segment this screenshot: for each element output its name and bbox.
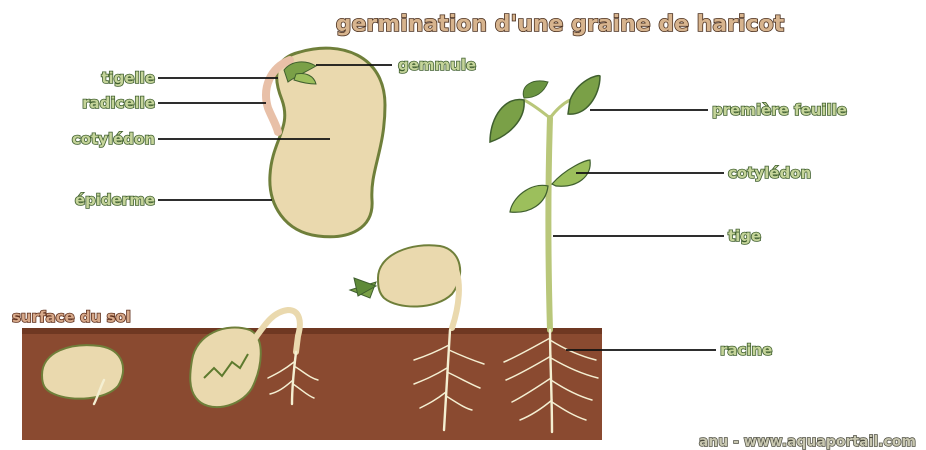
first-leaf-left [490, 99, 524, 142]
label-cotyledon-plant: cotylédon [728, 164, 811, 182]
label-epiderme: épiderme [75, 191, 155, 209]
label-tige: tige [728, 227, 761, 245]
plant-cotyledon-left [510, 185, 548, 212]
petiole-left [524, 100, 550, 118]
label-cotyledon-seed: cotylédon [72, 130, 155, 148]
label-premiere-feuille: première feuille [712, 101, 847, 119]
credit-text: anu - www.aquaportail.com [699, 434, 916, 450]
label-racine: racine [720, 341, 772, 359]
soil-surface-line [22, 328, 602, 334]
label-gemmule: gemmule [398, 56, 476, 74]
petiole-right [550, 100, 570, 118]
main-stem [549, 118, 551, 330]
seed-stage-3 [378, 245, 460, 306]
first-leaf-right [568, 76, 600, 115]
seed-cross-section [266, 48, 385, 237]
seed-stage-1 [42, 345, 123, 399]
label-radicelle: radicelle [82, 94, 155, 112]
first-leaf-bud [523, 81, 548, 98]
label-tigelle: tigelle [101, 69, 155, 87]
diagram-title: germination d'une graine de haricot [336, 12, 785, 37]
soil-surface-label: surface du sol [12, 308, 131, 326]
